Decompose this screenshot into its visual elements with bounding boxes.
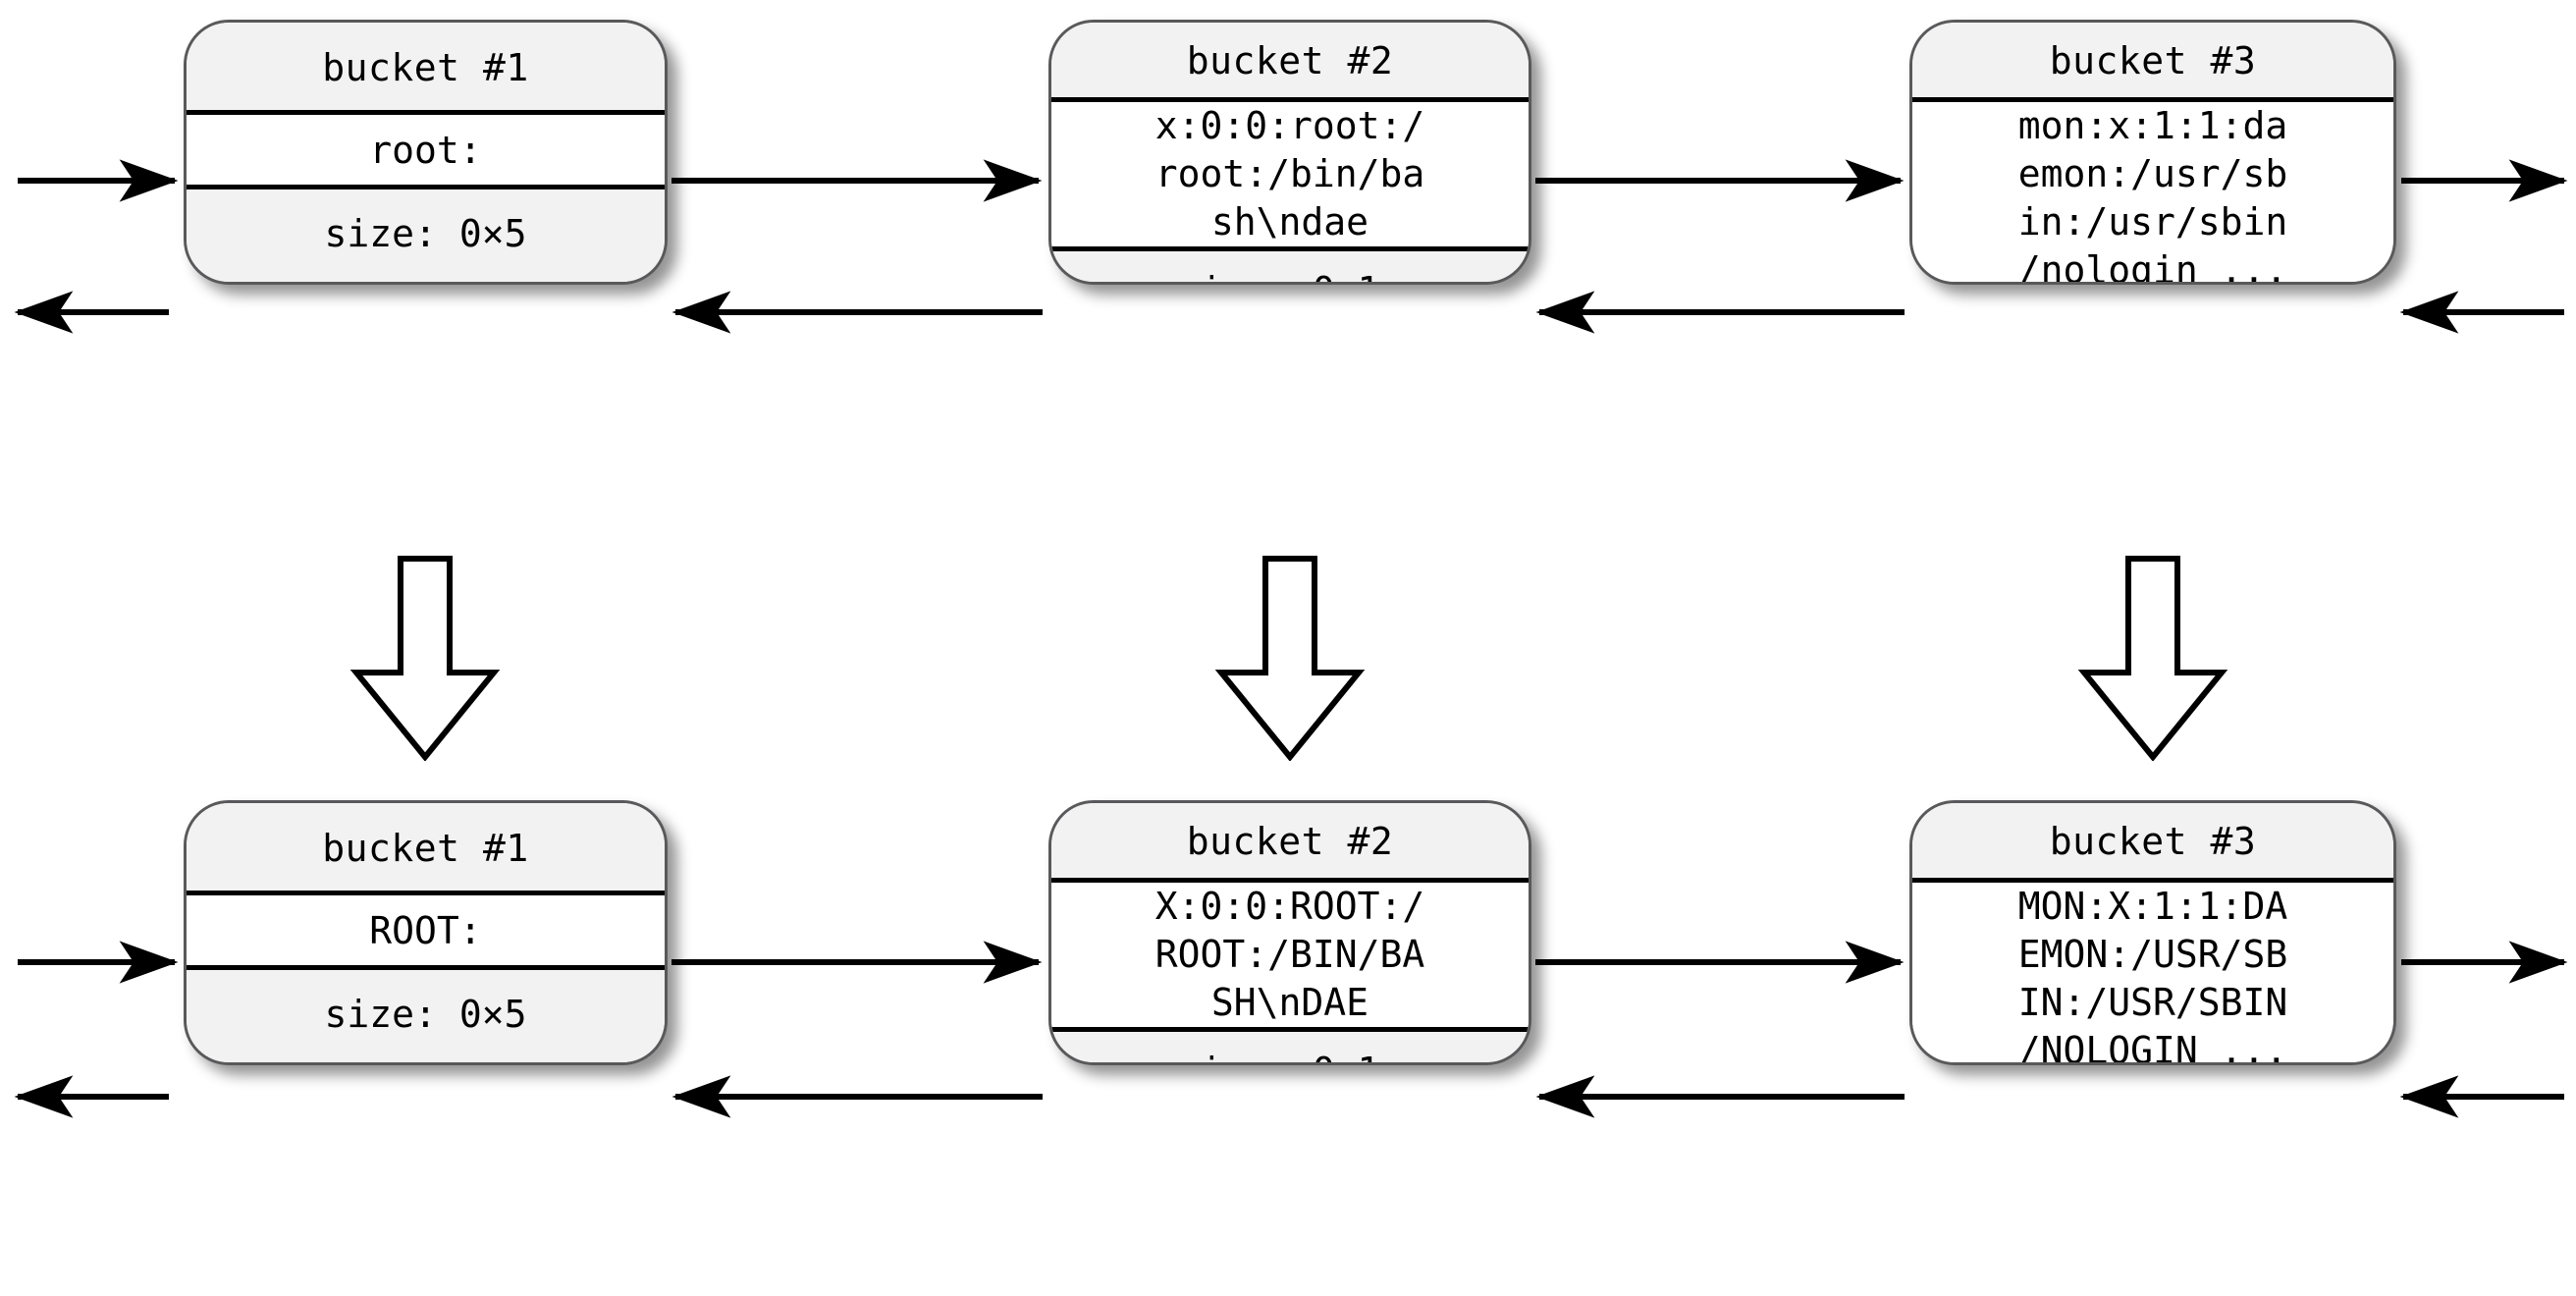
bucket-body: X:0:0:ROOT:/ ROOT:/BIN/BA SH\nDAE — [1051, 878, 1529, 1032]
bucket-card-after-1[interactable]: bucket #1 ROOT: size: 0×5 — [184, 800, 668, 1065]
bucket-body: MON:X:1:1:DA EMON:/USR/SB IN:/USR/SBIN /… — [1912, 878, 2393, 1062]
transform-arrow-col2 — [1214, 556, 1366, 761]
bucket-card-before-1[interactable]: bucket #1 root: size: 0×5 — [184, 20, 668, 285]
bucket-card-before-3[interactable]: bucket #3 mon:x:1:1:da emon:/usr/sb in:/… — [1909, 20, 2396, 285]
bucket-size-label: size: 0×5 — [187, 970, 665, 1062]
bucket-size-label: size: 0×5 — [187, 189, 665, 282]
transform-arrow-col3 — [2077, 556, 2228, 761]
bucket-title: bucket #3 — [1912, 23, 2393, 97]
bucket-title: bucket #3 — [1912, 803, 2393, 878]
bucket-title: bucket #1 — [187, 803, 665, 891]
bucket-body: mon:x:1:1:da emon:/usr/sb in:/usr/sbin /… — [1912, 97, 2393, 282]
bucket-title: bucket #2 — [1051, 803, 1529, 878]
bucket-title: bucket #1 — [187, 23, 665, 110]
bucket-card-after-2[interactable]: bucket #2 X:0:0:ROOT:/ ROOT:/BIN/BA SH\n… — [1048, 800, 1531, 1065]
bucket-size-label: size: 0×1e — [1051, 1032, 1529, 1062]
bucket-card-after-3[interactable]: bucket #3 MON:X:1:1:DA EMON:/USR/SB IN:/… — [1909, 800, 2396, 1065]
bucket-size-label: size: 0×1e — [1051, 251, 1529, 282]
transform-arrow-col1 — [349, 556, 501, 761]
bucket-card-before-2[interactable]: bucket #2 x:0:0:root:/ root:/bin/ba sh\n… — [1048, 20, 1531, 285]
bucket-body: ROOT: — [187, 891, 665, 970]
bucket-body: x:0:0:root:/ root:/bin/ba sh\ndae — [1051, 97, 1529, 251]
bucket-body: root: — [187, 110, 665, 189]
bucket-title: bucket #2 — [1051, 23, 1529, 97]
